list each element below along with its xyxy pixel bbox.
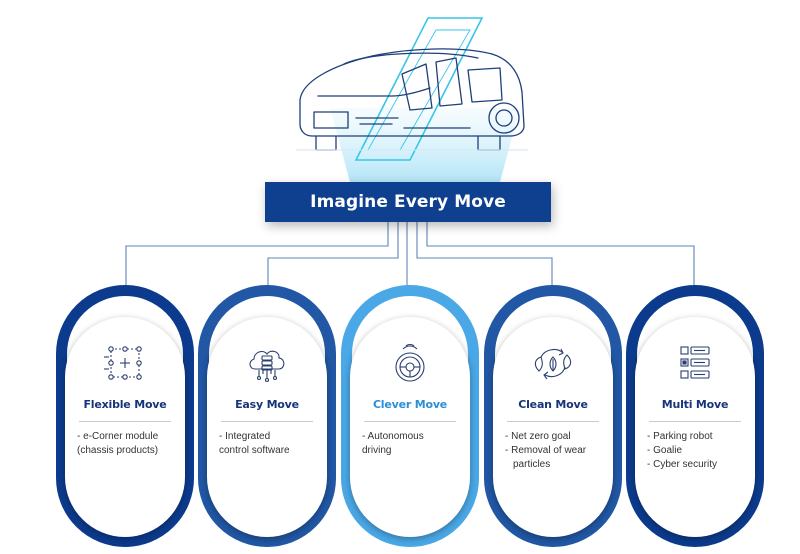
card-item: - Integrated [219, 431, 271, 442]
card-body: Clean Move - Net zero goal - Removal of … [493, 317, 613, 537]
card-divider [649, 421, 741, 422]
title-banner: Imagine Every Move [265, 182, 551, 222]
card-body: Flexible Move - e-Corner module (chassis… [65, 317, 185, 537]
card-item: - Goalie [647, 445, 683, 456]
card-clean-move: Clean Move - Net zero goal - Removal of … [484, 285, 622, 547]
card-divider [79, 421, 171, 422]
card-divider [221, 421, 313, 422]
card-items: - Autonomous driving [362, 430, 458, 458]
card-item: - Net zero goal [505, 431, 571, 442]
car-illustration [296, 17, 528, 182]
card-ring [626, 285, 764, 547]
card-flexible-move: Flexible Move - e-Corner module (chassis… [56, 285, 194, 547]
card-item: - Removal of wear particles [505, 445, 587, 470]
card-title: Clever Move [372, 398, 448, 411]
recycle-leaves-icon [531, 343, 575, 383]
checklist-icon [673, 343, 717, 383]
car-outline-icon [299, 48, 525, 151]
card-multi-move: Multi Move - Parking robot - Goalie - Cy… [626, 285, 764, 547]
card-item: - Parking robot [647, 431, 713, 442]
card-items: - e-Corner module (chassis products) [77, 430, 173, 458]
card-title: Clean Move [518, 398, 588, 411]
card-items: - Net zero goal - Removal of wear partic… [505, 430, 601, 472]
card-items: - Parking robot - Goalie - Cyber securit… [647, 430, 743, 472]
card-title: Flexible Move [83, 398, 167, 411]
card-item: (chassis products) [77, 445, 159, 456]
card-item: - e-Corner module [77, 431, 159, 442]
card-item: control software [219, 445, 290, 456]
card-item: - Cyber security [647, 459, 718, 470]
diagram-title: Imagine Every Move [310, 192, 506, 212]
card-item: - Autonomous [362, 431, 424, 442]
card-title: Multi Move [661, 398, 729, 411]
card-body: Easy Move - Integrated control software [207, 317, 327, 537]
card-title: Easy Move [235, 398, 299, 411]
card-ring [484, 285, 622, 547]
card-body: Multi Move - Parking robot - Goalie - Cy… [635, 317, 755, 537]
card-ring [341, 285, 479, 547]
card-body: Clever Move - Autonomous driving [350, 317, 470, 537]
card-ring [56, 285, 194, 547]
card-ring [198, 285, 336, 547]
card-easy-move: Easy Move - Integrated control software [198, 285, 336, 547]
card-item: driving [362, 445, 392, 456]
steering-wheel-icon [388, 343, 432, 383]
modular-grid-icon [103, 343, 147, 383]
card-divider [507, 421, 599, 422]
card-clever-move: Clever Move - Autonomous driving [341, 285, 479, 547]
card-divider [364, 421, 456, 422]
cloud-server-icon [245, 343, 289, 383]
card-items: - Integrated control software [219, 430, 315, 458]
